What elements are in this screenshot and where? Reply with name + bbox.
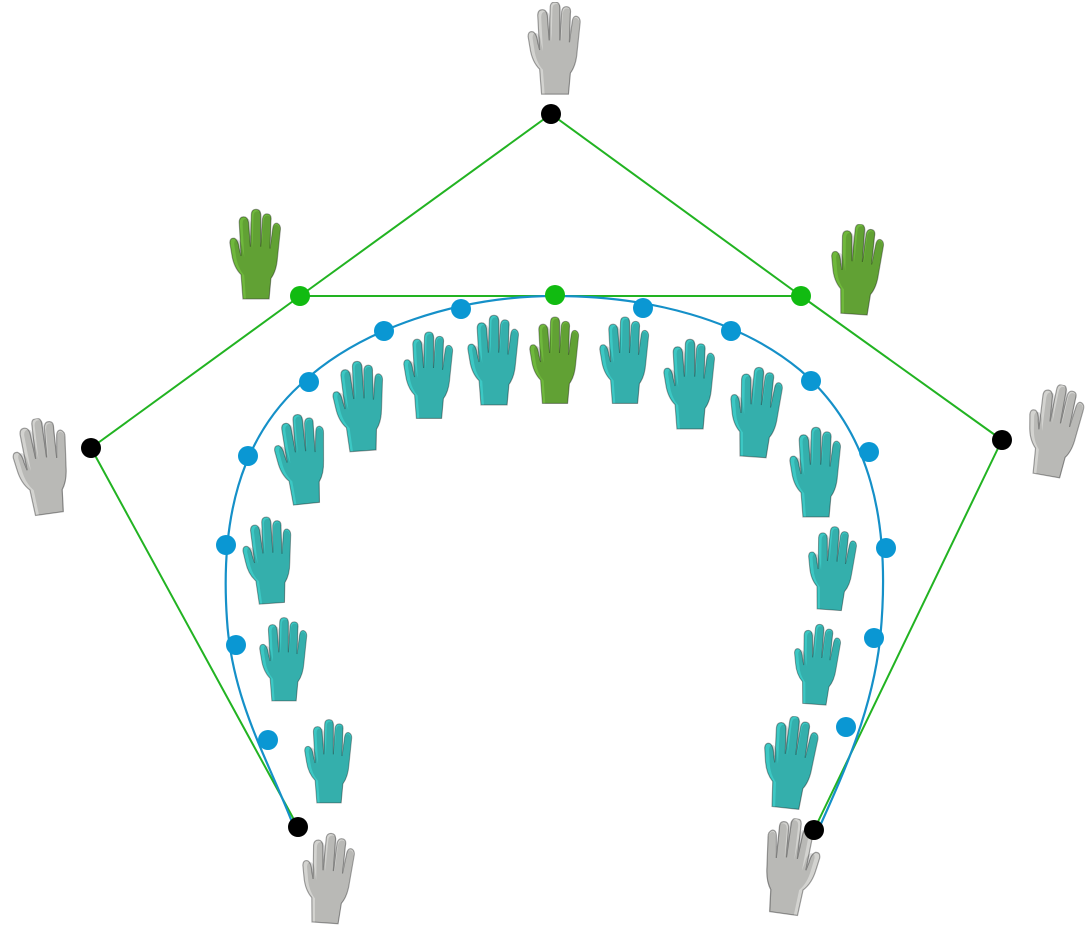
gray-hand-icon	[298, 831, 357, 926]
green-hand-icon	[529, 316, 580, 404]
curve-sample-point	[226, 635, 246, 655]
green-hand-icon	[229, 208, 282, 300]
teal-hand-icon	[726, 365, 785, 460]
control-polygon-edge	[90, 295, 301, 449]
control-polygon	[90, 113, 1003, 831]
teal-hand-icon	[789, 426, 842, 518]
control-polygon-edge	[813, 439, 1003, 831]
teal-hand-icon	[804, 524, 859, 612]
curve-sample-point	[216, 535, 236, 555]
teal-hand-icon	[758, 713, 821, 812]
curve-sample-point	[451, 299, 471, 319]
curve-sample-point	[258, 730, 278, 750]
control-point-black	[541, 104, 561, 124]
control-point-black	[288, 817, 308, 837]
hand-poses	[7, 2, 1088, 926]
teal-hand-icon	[403, 331, 454, 419]
curve-sample-point	[299, 372, 319, 392]
teal-hand-icon	[467, 314, 520, 406]
teal-hand-icon	[259, 617, 308, 702]
gray-hand-icon	[7, 414, 77, 519]
teal-hand-icon	[330, 359, 388, 454]
gray-hand-icon	[1019, 379, 1088, 481]
control-point-black	[804, 820, 824, 840]
control-point-green	[545, 285, 565, 305]
curve-sample-point	[876, 538, 896, 558]
curve-sample-point	[836, 717, 856, 737]
teal-hand-icon	[240, 514, 296, 606]
gray-hand-icon	[527, 2, 581, 95]
control-point-black	[81, 438, 101, 458]
control-point-green	[791, 286, 811, 306]
teal-hand-icon	[599, 316, 650, 404]
curve-sample-point	[801, 371, 821, 391]
teal-hand-icon	[663, 338, 716, 430]
teal-hand-icon	[270, 411, 332, 508]
control-point-black	[992, 430, 1012, 450]
control-polygon-edge	[800, 295, 1003, 441]
control-points	[81, 104, 1012, 840]
curve-sample-point	[721, 321, 741, 341]
curve-sample-point	[859, 442, 879, 462]
curve-sample-point	[374, 321, 394, 341]
green-hand-icon	[827, 221, 886, 317]
control-polygon-edge	[550, 113, 802, 297]
curve-sample-point	[633, 298, 653, 318]
teal-hand-icon	[790, 622, 843, 707]
control-point-green	[290, 286, 310, 306]
curve-sample-point	[238, 446, 258, 466]
control-polygon-edge	[299, 113, 552, 297]
control-polygon-edge	[90, 447, 299, 828]
curve-sample-point	[864, 628, 884, 648]
teal-hand-icon	[304, 719, 353, 804]
